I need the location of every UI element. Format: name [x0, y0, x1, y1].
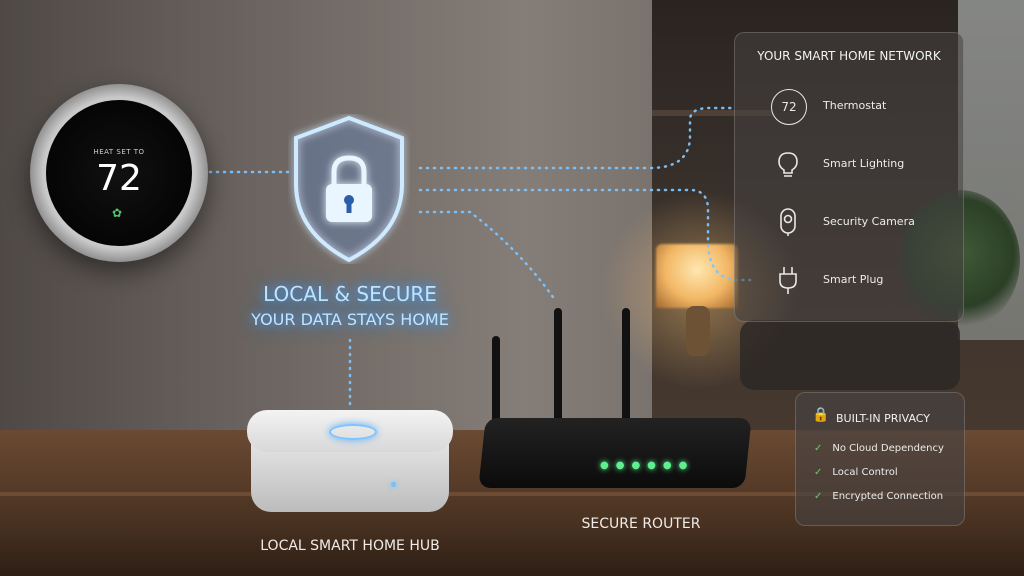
network-item-label: Smart Plug — [823, 273, 884, 286]
smart-home-hub — [247, 410, 453, 518]
privacy-item-label: Encrypted Connection — [832, 491, 944, 502]
router-antenna-left — [492, 336, 500, 444]
network-item-label: Security Camera — [823, 215, 915, 228]
privacy-panel: 🔒 BUILT-IN PRIVACY ✓No Cloud Dependency … — [795, 392, 965, 526]
hero-title: LOCAL & SECURE — [263, 282, 437, 306]
hub-status-led — [391, 482, 396, 487]
privacy-item-label: Local Control — [832, 467, 898, 478]
hub-light-ring — [329, 424, 377, 440]
privacy-item: ✓ Encrypted Connection — [814, 491, 943, 502]
thermostat-temperature: 72 — [96, 158, 142, 199]
sofa — [740, 320, 960, 390]
checkmark-icon: ✓ — [814, 491, 823, 502]
network-item-label: Thermostat — [823, 99, 887, 112]
router-label: SECURE ROUTER — [581, 516, 701, 532]
network-item-lighting: Smart Lighting — [771, 147, 951, 185]
camera-icon — [780, 208, 796, 236]
thermostat-display: HEAT SET TO 72 ✿ — [46, 100, 192, 246]
privacy-panel-title: BUILT-IN PRIVACY — [836, 412, 930, 425]
lamp — [656, 244, 738, 308]
table-edge — [0, 492, 1024, 496]
network-panel: YOUR SMART HOME NETWORK 72 Thermostat Sm… — [734, 32, 964, 322]
hero-subtitle: YOUR DATA STAYS HOME — [251, 310, 449, 329]
shield-lock-icon — [294, 115, 404, 263]
thermostat-icon: 72 — [771, 89, 807, 125]
router-antenna-right — [622, 308, 630, 436]
privacy-item: ✓ Local Control — [814, 467, 898, 478]
lightbulb-icon — [778, 152, 798, 177]
checkmark-icon: ✓ — [814, 443, 823, 454]
network-panel-title: YOUR SMART HOME NETWORK — [757, 49, 941, 63]
thermostat-mode-label: HEAT SET TO — [93, 148, 145, 156]
hub-label: LOCAL SMART HOME HUB — [260, 538, 440, 554]
network-item-thermostat: 72 Thermostat — [771, 89, 951, 127]
checkmark-icon: ✓ — [814, 467, 823, 478]
router: ●●●●●● — [478, 300, 752, 500]
thermostat: HEAT SET TO 72 ✿ — [30, 84, 208, 262]
router-antenna-middle — [554, 308, 562, 438]
lamp-base — [686, 306, 710, 356]
plug-icon — [779, 267, 797, 294]
router-status-lights: ●●●●●● — [600, 460, 695, 471]
lock-icon: 🔒 — [812, 407, 830, 423]
network-item-camera: Security Camera — [771, 205, 951, 243]
privacy-item-label: No Cloud Dependency — [832, 443, 944, 454]
leaf-icon: ✿ — [112, 206, 123, 220]
network-item-plug: Smart Plug — [771, 263, 951, 301]
privacy-item: ✓ No Cloud Dependency — [814, 443, 944, 454]
router-body — [478, 418, 752, 488]
network-item-label: Smart Lighting — [823, 157, 905, 170]
